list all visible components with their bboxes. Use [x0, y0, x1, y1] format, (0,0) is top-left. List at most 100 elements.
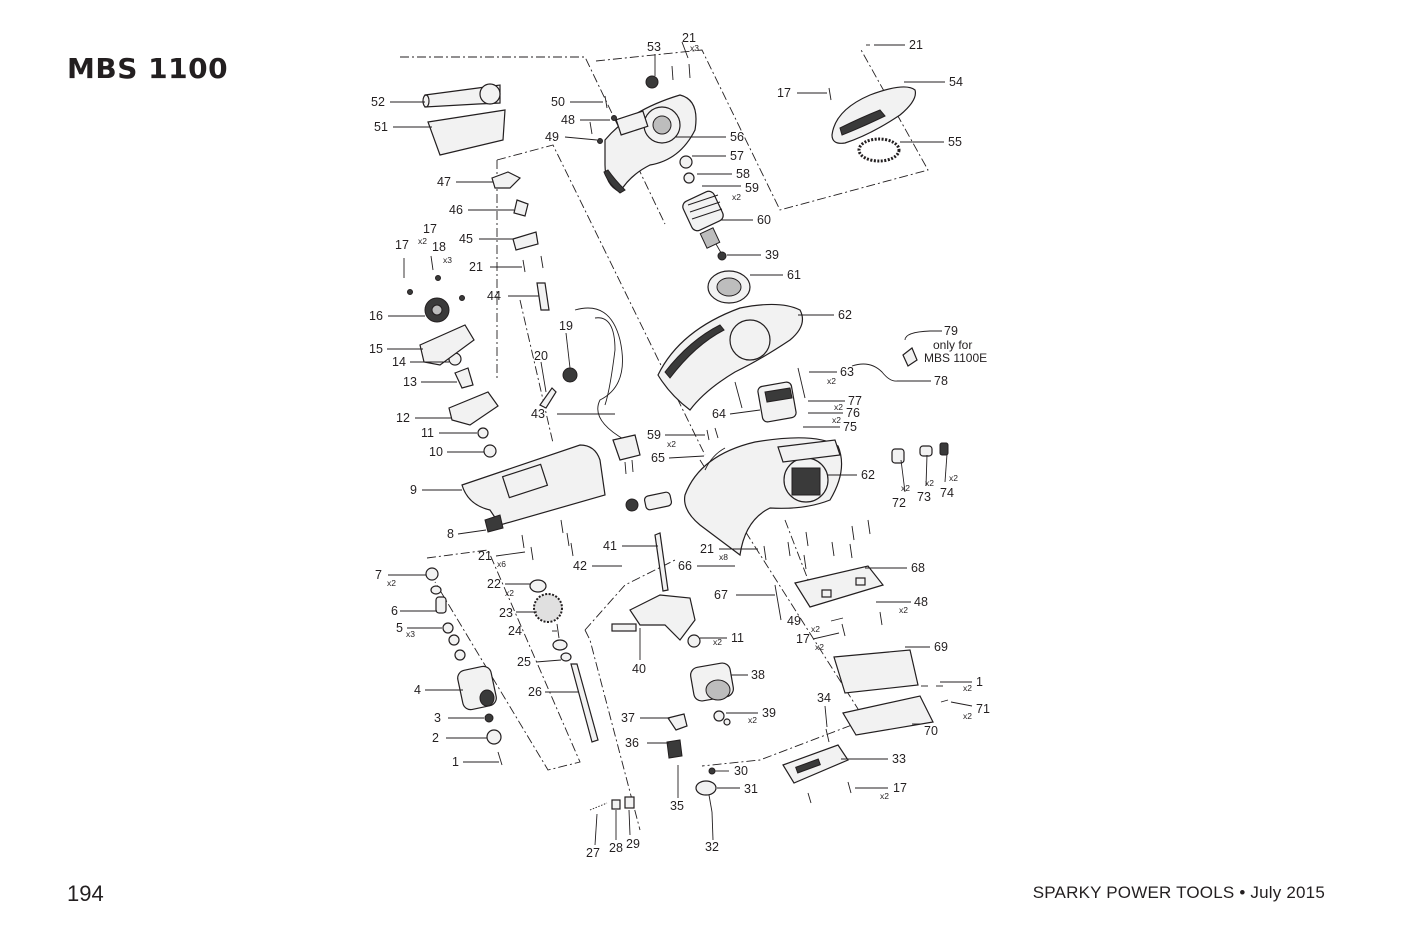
callout-number: 57 — [730, 149, 744, 163]
callout-number: 24 — [508, 624, 522, 638]
callout-qty: x2 — [387, 578, 396, 588]
drive-belt-part — [857, 137, 901, 163]
callout-qty: x2 — [832, 415, 841, 425]
callout-number: 50 — [551, 95, 565, 109]
callout-number: 9 — [410, 483, 417, 497]
callout-number: 44 — [487, 289, 501, 303]
callout-number: 55 — [948, 135, 962, 149]
front-plate-part — [782, 744, 849, 784]
callout-qty: x2 — [901, 483, 910, 493]
callout-qty: x2 — [713, 637, 722, 647]
callout-qty: x8 — [719, 552, 728, 562]
callout-number: 66 — [678, 559, 692, 573]
bracket-part — [419, 324, 475, 366]
callout-number: 30 — [734, 764, 748, 778]
platen-part — [794, 565, 885, 608]
callout-number: 11 — [421, 426, 434, 440]
plate-part — [448, 391, 499, 426]
callout-number: 17 — [796, 632, 810, 646]
callout-number: 16 — [369, 309, 383, 323]
callout-number: 21 — [909, 38, 923, 52]
callout-number: 56 — [730, 130, 744, 144]
callout-number: 12 — [396, 411, 410, 425]
callout-number: 52 — [371, 95, 385, 109]
callout-qty: x3 — [690, 43, 699, 53]
belt-cover-part — [831, 86, 917, 144]
callout-number: 54 — [949, 75, 963, 89]
callout-number: 58 — [736, 167, 750, 181]
callout-number: 23 — [499, 606, 513, 620]
callout-number: 21 — [700, 542, 714, 556]
callout-qty: x2 — [732, 192, 741, 202]
callout-number: 49 — [787, 614, 801, 628]
callout-number: 73 — [917, 490, 931, 504]
components — [403, 44, 949, 813]
callout-number: 20 — [534, 349, 548, 363]
callout-number: 15 — [369, 342, 383, 356]
callout-number: 13 — [403, 375, 417, 389]
model-note: only for — [933, 338, 972, 352]
callout-number: 11 — [731, 631, 744, 645]
wheel-part — [424, 297, 450, 323]
callout-number: 17 — [423, 222, 437, 236]
dust-bag-part — [427, 109, 506, 156]
callout-number: 42 — [573, 559, 587, 573]
housing-left-part — [603, 94, 697, 194]
callout-number: 38 — [751, 668, 765, 682]
callout-number: 22 — [487, 577, 501, 591]
nut-part — [645, 75, 659, 89]
callout-number: 3 — [434, 711, 441, 725]
callout-number: 19 — [559, 319, 573, 333]
callout-number: 4 — [414, 683, 421, 697]
leader-lines — [387, 41, 973, 846]
lever-bracket-part — [629, 594, 696, 641]
callout-number: 74 — [940, 486, 954, 500]
callout-number: 47 — [437, 175, 451, 189]
motor-housing-upper-part — [657, 303, 803, 411]
callout-qty: x2 — [834, 402, 843, 412]
callout-number: 64 — [712, 407, 726, 421]
callout-number: 17 — [777, 86, 791, 100]
callout-number: 40 — [632, 662, 646, 676]
callout-number: 21 — [478, 549, 492, 563]
callout-qty: x3 — [443, 255, 452, 265]
callout-number: 67 — [714, 588, 728, 602]
callout-number: 36 — [625, 736, 639, 750]
callout-number: 18 — [432, 240, 446, 254]
callout-labels: 53 21 x3 21 54 17 52 50 48 51 49 56 55 5… — [369, 31, 990, 860]
callout-number: 21 — [682, 31, 696, 45]
callout-number: 27 — [586, 846, 600, 860]
callout-number: 1 — [976, 675, 983, 689]
callout-number: 43 — [531, 407, 545, 421]
callout-number: 71 — [976, 702, 990, 716]
callout-number: 25 — [517, 655, 531, 669]
callout-number: 7 — [375, 568, 382, 582]
callout-number: 63 — [840, 365, 854, 379]
callout-number: 37 — [621, 711, 635, 725]
callout-number: 28 — [609, 841, 623, 855]
callout-number: 76 — [846, 406, 860, 420]
callout-number: 65 — [651, 451, 665, 465]
callout-number: 59 — [647, 428, 661, 442]
callout-number: 48 — [561, 113, 575, 127]
callout-number: 62 — [838, 308, 852, 322]
callout-number: 49 — [545, 130, 559, 144]
callout-number: 61 — [787, 268, 801, 282]
callout-number: 31 — [744, 782, 758, 796]
motor-housing-lower-part — [683, 437, 843, 557]
callout-qty: x2 — [811, 624, 820, 634]
callout-qty: x2 — [925, 478, 934, 488]
callout-number: 21 — [469, 260, 483, 274]
callout-qty: x2 — [963, 711, 972, 721]
callout-number: 72 — [892, 496, 906, 510]
callout-number: 2 — [432, 731, 439, 745]
callout-number: 75 — [843, 420, 857, 434]
rear-roller-part — [690, 662, 734, 702]
callout-number: 32 — [705, 840, 719, 854]
callout-number: 46 — [449, 203, 463, 217]
callout-qty: x3 — [406, 629, 415, 639]
callout-qty: x2 — [505, 588, 514, 598]
footer-publisher-date: SPARKY POWER TOOLS • July 2015 — [1032, 883, 1325, 902]
callout-number: 17 — [893, 781, 907, 795]
